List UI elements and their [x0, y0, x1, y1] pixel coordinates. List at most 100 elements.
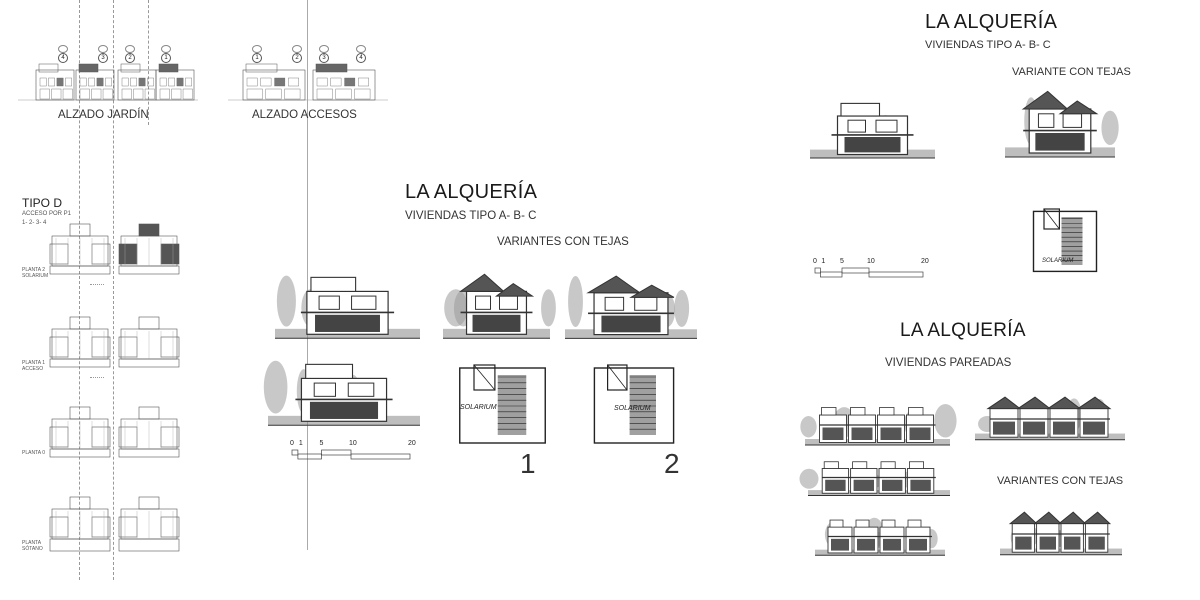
window — [288, 77, 299, 87]
window — [875, 119, 898, 133]
window-band — [857, 538, 875, 551]
stair-mark — [607, 364, 628, 391]
window — [91, 88, 102, 100]
window — [185, 77, 192, 87]
tile-roof — [1081, 511, 1112, 525]
window — [313, 382, 336, 397]
scale-segment — [291, 449, 299, 456]
window — [147, 77, 154, 87]
window — [318, 295, 340, 310]
window — [847, 119, 866, 133]
window — [62, 88, 73, 100]
terrace — [49, 448, 111, 458]
stair-core — [1043, 208, 1060, 230]
room — [118, 336, 138, 358]
upper-volume — [880, 461, 896, 469]
window — [96, 77, 104, 87]
window — [246, 88, 263, 100]
window — [246, 77, 258, 87]
unit-marker-top — [58, 45, 68, 53]
window — [335, 88, 352, 100]
house-sketch-flat-roof — [810, 102, 935, 159]
plan-level-label: PLANTA SÓTANO — [22, 540, 43, 552]
unit-marker: 4 — [356, 53, 366, 63]
ground-floor-glazing — [315, 314, 380, 332]
window-band — [1064, 536, 1081, 550]
window — [56, 77, 64, 87]
room — [49, 336, 69, 358]
tile-roof — [1021, 90, 1069, 110]
upper-volume — [310, 276, 357, 292]
upper-volume — [315, 63, 348, 73]
stair-block — [138, 406, 160, 420]
scale-tick-label: 10 — [867, 258, 875, 265]
ground-floor-glazing — [1035, 133, 1085, 151]
house-elevation — [117, 69, 157, 101]
access-elevation-label: ALZADO ACCESOS — [252, 109, 357, 121]
window — [79, 77, 87, 87]
window — [105, 77, 112, 87]
stair-core — [607, 364, 628, 391]
plan-outline — [459, 367, 546, 444]
window — [168, 77, 175, 87]
scale-tick-label: 1 — [298, 440, 303, 447]
scale-segment — [814, 267, 821, 274]
floor-plan-drawing — [118, 316, 180, 368]
terrace — [118, 265, 180, 275]
tile-roof — [494, 282, 535, 297]
option-number: 2 — [664, 448, 680, 479]
window-band — [909, 538, 927, 551]
window — [260, 77, 272, 87]
roof-plan-sketch — [459, 364, 546, 444]
tree — [263, 360, 288, 414]
tile-roof — [629, 284, 675, 298]
upper-volume — [855, 519, 870, 528]
scale-tick-label: 20 — [408, 440, 416, 447]
center-subtitle: VIVIENDAS TIPO A- B- C — [405, 210, 537, 222]
tree — [276, 275, 296, 327]
unit-marker-top — [319, 45, 329, 53]
upper-volume — [829, 519, 844, 528]
plan-level-label: PLANTA 2 SOLARIUM — [22, 267, 49, 279]
scale-segment — [321, 449, 352, 456]
upper-volume — [305, 363, 354, 379]
floor-plan-drawing — [118, 223, 180, 275]
house-elevation — [155, 69, 195, 101]
ground-floor-glazing — [472, 314, 521, 332]
scale-segment — [350, 453, 411, 460]
window — [65, 77, 72, 87]
window-band — [825, 479, 846, 491]
scale-tick-label: 10 — [349, 440, 357, 447]
stair-block — [69, 496, 91, 510]
house-elevation — [75, 69, 115, 101]
terrace — [49, 265, 111, 275]
unit-marker: 1 — [252, 53, 262, 63]
room — [91, 336, 111, 358]
tile-roof — [1076, 396, 1112, 410]
window — [604, 296, 625, 311]
tile-roof-plan — [497, 375, 527, 435]
upper-volume — [907, 519, 922, 528]
window — [475, 295, 492, 310]
scale-tick-label: 5 — [319, 440, 324, 447]
unit-marker-top — [125, 45, 135, 53]
window — [265, 88, 282, 100]
window — [316, 77, 328, 87]
terrace — [118, 358, 180, 368]
tree — [674, 289, 690, 327]
window-band — [851, 427, 873, 440]
window — [354, 88, 371, 100]
upper-volume — [852, 461, 868, 469]
room — [49, 516, 69, 538]
unit-marker-top — [98, 45, 108, 53]
option-number: 1 — [520, 448, 536, 479]
unit-marker-top — [161, 45, 171, 53]
floor-plan-drawing — [49, 406, 111, 458]
tipo-d-subtitle: ACCESO POR P1 — [22, 211, 72, 217]
tree — [934, 403, 957, 438]
stair-block — [69, 406, 91, 420]
tile-roof — [1016, 396, 1052, 410]
window — [358, 77, 369, 87]
house-elevation — [242, 69, 306, 101]
tile-roof-plan — [1061, 217, 1083, 265]
